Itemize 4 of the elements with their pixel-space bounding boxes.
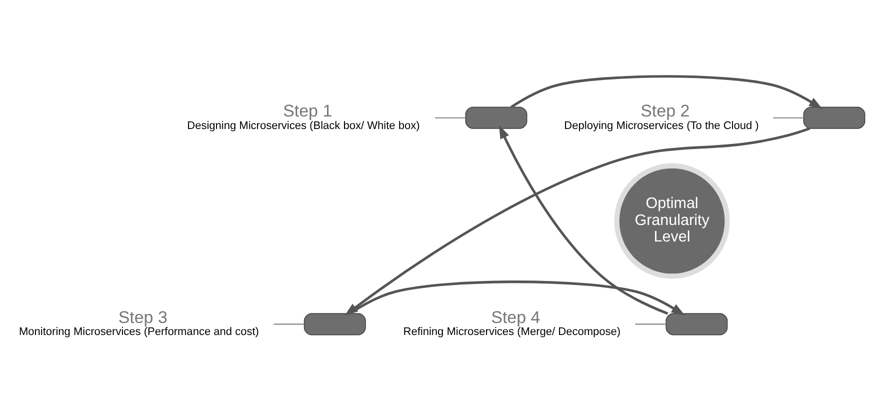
node-text: Step 4 Refining Microservices (Merge/ Decompose) [403,308,621,338]
node-text: Step 3 Monitoring Microservices (Performance and cost) [18,308,259,338]
node-text: Step 2 Deploying Microservices (To the Cloud ) [564,102,759,132]
node-text: Step 1 Designing Microservices (Black box/ White box) [187,102,420,132]
